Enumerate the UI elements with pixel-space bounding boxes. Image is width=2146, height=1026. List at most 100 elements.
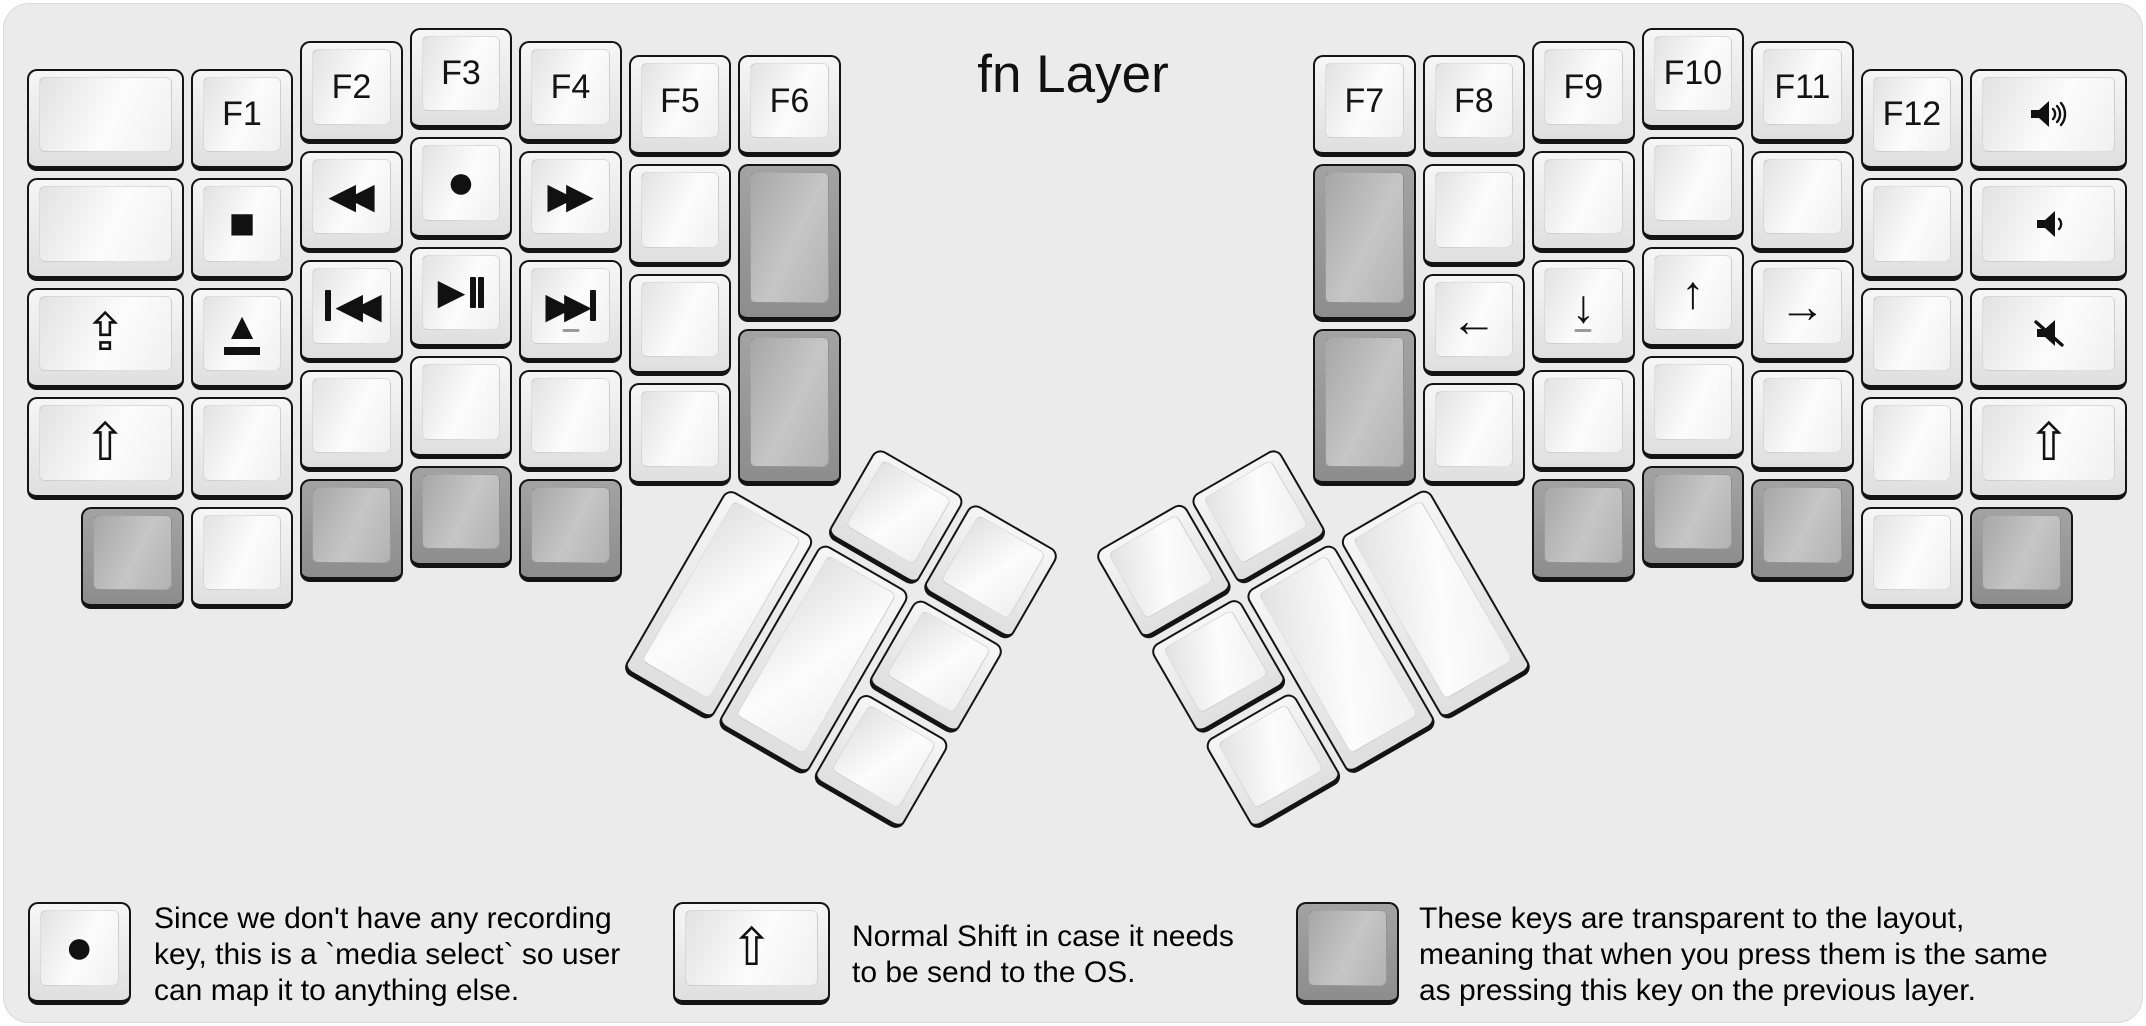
- key-blank: [26, 178, 184, 281]
- keycap-top: [1982, 76, 2116, 153]
- eject-icon: ▲: [223, 308, 261, 355]
- keycap-top: ↑: [1653, 254, 1733, 330]
- keycap-top: [1544, 377, 1623, 454]
- key-f9: F9: [1532, 41, 1635, 144]
- keycap-top: [1872, 514, 1952, 591]
- key-blank: [1641, 356, 1745, 459]
- keycap-top: [1544, 158, 1623, 235]
- key-blank: [1422, 383, 1526, 486]
- keycap-top: [93, 514, 172, 591]
- key-transparent: [738, 328, 841, 486]
- keycap-top: [750, 336, 829, 467]
- keycap-top: ↓: [1544, 268, 1623, 344]
- key-volume-up: [1970, 68, 2128, 172]
- key-label: F3: [441, 54, 481, 93]
- key-arrow-down: ↓: [1532, 260, 1635, 363]
- keycap-top: ▶▶: [531, 268, 610, 344]
- keycap-top: ■: [202, 186, 282, 262]
- keycap-top: [38, 76, 172, 153]
- key-shift: ⇧: [26, 397, 184, 500]
- key-label: F1: [222, 95, 262, 134]
- keycap-top: [421, 364, 501, 440]
- key-transparent: [1532, 479, 1635, 582]
- key-blank: [1532, 369, 1635, 473]
- key-transparent: [519, 479, 622, 582]
- key-volume-down: [1970, 178, 2128, 281]
- key-transparent: [738, 164, 841, 322]
- keycap-top: [1434, 391, 1514, 467]
- key-transparent: [1313, 328, 1416, 486]
- keycap-top: [1982, 295, 2116, 372]
- keycap-top: [1325, 172, 1404, 303]
- key-f11: F11: [1751, 41, 1854, 144]
- play-pause-icon: ▶: [438, 274, 485, 310]
- key-transparent: [409, 465, 513, 568]
- key-blank: [628, 164, 732, 267]
- keycap-top: ●: [421, 145, 501, 221]
- keycap-top: [1308, 910, 1387, 986]
- key-blank: [409, 356, 513, 459]
- keycap-top: F1: [202, 76, 282, 153]
- keycap-top: [531, 487, 610, 563]
- key-fast-forward: ▶▶: [519, 150, 622, 254]
- prev-track-icon: ◀◀: [325, 287, 382, 324]
- arrow-down-icon: ↓: [1571, 279, 1595, 332]
- rewind-icon: ◀◀: [328, 175, 374, 217]
- keycap-top: F12: [1872, 76, 1952, 153]
- keycap-top: ▲: [202, 295, 282, 372]
- key-rewind: ◀◀: [300, 150, 403, 254]
- key-blank: [26, 68, 184, 172]
- keycap-top: [640, 281, 720, 358]
- arrow-right-icon: →: [1779, 279, 1826, 332]
- key-transparent: [81, 506, 184, 610]
- key-prev-track: ◀◀: [300, 260, 403, 363]
- keycap-top: ⇧: [38, 405, 172, 481]
- key-label: F7: [1344, 81, 1385, 120]
- legend-key-record: ●: [28, 902, 131, 1005]
- keycap-top: →: [1763, 268, 1842, 344]
- keycap-top: ●: [40, 910, 119, 986]
- legend-key-shift: ⇧: [673, 902, 831, 1005]
- key-blank: [628, 273, 732, 377]
- keycap-top: F10: [1653, 35, 1733, 111]
- key-f2: F2: [300, 41, 403, 144]
- key-transparent: [300, 479, 403, 582]
- keycap-top: [1653, 364, 1733, 440]
- key-blank: [1860, 506, 1964, 610]
- keycap-top: [1202, 459, 1309, 565]
- caps-lock-icon: ⇪: [83, 304, 127, 363]
- keycap-top: [640, 391, 720, 467]
- key-f12: F12: [1860, 68, 1964, 172]
- arrow-up-icon: ↑: [1681, 266, 1705, 319]
- volume-up-icon: [2027, 98, 2071, 130]
- arrow-left-icon: ←: [1450, 293, 1497, 346]
- keycap-top: [845, 459, 952, 565]
- keycap-top: [1544, 487, 1623, 563]
- key-record: ●: [409, 137, 513, 240]
- key-transparent: [1313, 164, 1416, 322]
- keycap-top: ▶: [421, 254, 501, 330]
- key-f7: F7: [1313, 54, 1416, 158]
- keycap-top: [1982, 186, 2116, 262]
- keycap-top: [531, 377, 610, 454]
- key-blank: [300, 369, 403, 473]
- key-blank: [628, 383, 732, 486]
- key-arrow-left: ←: [1422, 273, 1526, 377]
- key-blank: [190, 397, 294, 500]
- key-blank: [1422, 164, 1526, 267]
- key-play-pause: ▶: [409, 246, 513, 349]
- key-arrow-right: →: [1751, 260, 1854, 363]
- key-blank: [190, 506, 294, 610]
- key-blank: [1532, 150, 1635, 254]
- key-transparent: [1970, 506, 2073, 610]
- stop-icon: ■: [228, 198, 256, 248]
- key-blank: [1860, 287, 1964, 391]
- keycap-top: ⇧: [685, 910, 819, 986]
- keycap-top: ◀◀: [312, 158, 391, 235]
- key-blank: [1641, 137, 1745, 240]
- key-next-track: ▶▶: [519, 260, 622, 363]
- keycap-top: [750, 172, 829, 303]
- keycap-top: F11: [1763, 49, 1842, 125]
- next-track-icon: ▶▶: [545, 287, 596, 324]
- keycap-top: F3: [421, 35, 501, 111]
